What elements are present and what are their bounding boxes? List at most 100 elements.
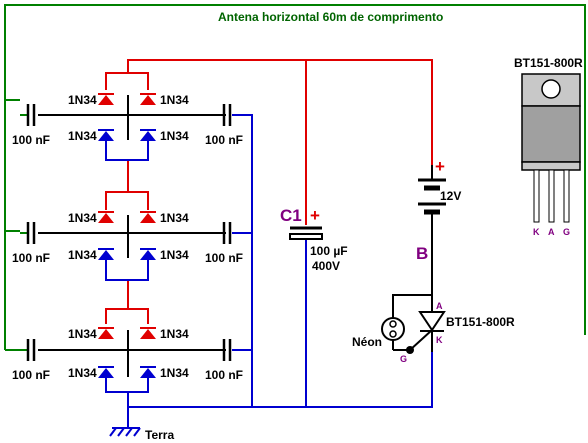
diode-triangle: [98, 131, 114, 141]
diode-icon: [140, 327, 156, 339]
diode-icon: [140, 248, 156, 260]
diode-triangle: [98, 250, 114, 260]
scr-pin-a: A: [436, 301, 443, 311]
c1-value: 100 µF: [310, 244, 348, 258]
diode-icon: [98, 129, 114, 141]
diode-triangle: [98, 368, 114, 378]
diode-triangle: [140, 329, 156, 339]
scr-gate-dot: [406, 346, 414, 354]
diode-icon: [98, 211, 114, 223]
scr-icon: [406, 305, 446, 354]
diode-label: 1N34: [68, 93, 97, 107]
diode-triangle: [140, 368, 156, 378]
stage1-red-frame: [128, 72, 149, 90]
positive-bus: [105, 59, 433, 324]
scr-part-label: BT151-800R: [446, 315, 515, 329]
diode-triangle: [98, 329, 114, 339]
diode-label: 1N34: [160, 129, 189, 143]
diode-icon: [140, 366, 156, 378]
diode-icon: [140, 93, 156, 105]
package-pin-a: [548, 169, 555, 223]
ground-bus: [105, 114, 433, 428]
diode-icon: [98, 366, 114, 378]
package-pin-g: [563, 169, 570, 223]
ground-hatch-2: [117, 427, 125, 437]
battery-plus: +: [435, 157, 445, 176]
antenna-outline: [4, 4, 586, 335]
c1-voltage: 400V: [312, 259, 340, 273]
neon-feed: [392, 294, 432, 318]
package-base: [521, 161, 581, 171]
diode-group: 1N341N341N341N341N341N341N341N341N341N34…: [68, 93, 189, 380]
package-hole: [541, 79, 561, 99]
package-pin-label-a: A: [548, 227, 555, 237]
scr-pin-k: K: [436, 335, 443, 345]
package-pin-label-g: G: [563, 227, 570, 237]
diode-triangle: [140, 131, 156, 141]
diode-label: 1N34: [160, 366, 189, 380]
diode-triangle: [140, 213, 156, 223]
capacitor-label: 100 nF: [12, 251, 50, 265]
diode-label: 1N34: [160, 211, 189, 225]
diode-triangle: [98, 95, 114, 105]
neon-lamp-icon: [381, 317, 405, 341]
ground-hatch-4: [133, 427, 141, 437]
point-b-label: B: [416, 244, 428, 263]
package-pin-k: [533, 169, 540, 223]
capacitor-label: 100 nF: [12, 133, 50, 147]
diode-triangle: [98, 213, 114, 223]
package-title: BT151-800R: [514, 56, 583, 70]
neon-label: Néon: [352, 335, 382, 349]
right-cap-return: [232, 114, 253, 407]
battery-icon: [418, 165, 446, 218]
scr-triangle: [418, 311, 446, 332]
top-red-bus: [105, 59, 433, 165]
left-capacitor-3: 100 nF: [12, 339, 50, 382]
stage3-blue-frame: [105, 377, 149, 393]
stage3-red-frame: [105, 308, 149, 324]
scr-pin-g: G: [400, 354, 407, 364]
diode-label: 1N34: [68, 248, 97, 262]
c1-capacitor: C1 + 100 µF 400V: [280, 206, 348, 273]
diode-icon: [140, 211, 156, 223]
diode-icon: [98, 327, 114, 339]
right-capacitor-1: 100 nF: [205, 104, 243, 147]
neon-electrode-1: [389, 320, 397, 328]
diode-triangle: [140, 95, 156, 105]
package-body: [521, 105, 581, 163]
right-capacitor-2: 100 nF: [205, 222, 243, 265]
ground-label: Terra: [145, 428, 174, 442]
stage2-blue-frame: [105, 258, 149, 281]
capacitor-label: 100 nF: [12, 368, 50, 382]
ground-bus-bottom: [128, 352, 433, 408]
stage2-red-frame: [105, 191, 149, 210]
diode-label: 1N34: [68, 129, 97, 143]
capacitor-label: 100 nF: [205, 133, 243, 147]
c1-plate-bottom: [289, 233, 323, 240]
neon-electrode-2: [389, 330, 397, 338]
capacitor-group: 100 nF 100 nF 100 nF 100 nF 100 nF 100 nF: [12, 104, 243, 382]
diode-label: 1N34: [160, 248, 189, 262]
diode-icon: [98, 248, 114, 260]
ground-hatch-1: [109, 427, 117, 437]
battery-voltage: 12V: [440, 189, 461, 203]
diode-label: 1N34: [160, 93, 189, 107]
diode-icon: [98, 93, 114, 105]
diode-label: 1N34: [68, 366, 97, 380]
ground-icon: [109, 427, 141, 437]
c1-name: C1: [280, 206, 302, 225]
c1-plus: +: [310, 206, 320, 225]
diode-icon: [140, 129, 156, 141]
right-capacitor-3: 100 nF: [205, 339, 243, 382]
left-capacitor-1: 100 nF: [12, 104, 50, 147]
antenna-wire: [4, 4, 586, 351]
ground-hatch-3: [125, 427, 133, 437]
signal-wires: [38, 95, 433, 377]
neon-bulb: [381, 317, 405, 341]
stage1-blue-frame: [105, 140, 149, 161]
package-pin-label-k: K: [533, 227, 540, 237]
antenna-title: Antena horizontal 60m de comprimento: [218, 10, 443, 24]
diode-triangle: [140, 250, 156, 260]
